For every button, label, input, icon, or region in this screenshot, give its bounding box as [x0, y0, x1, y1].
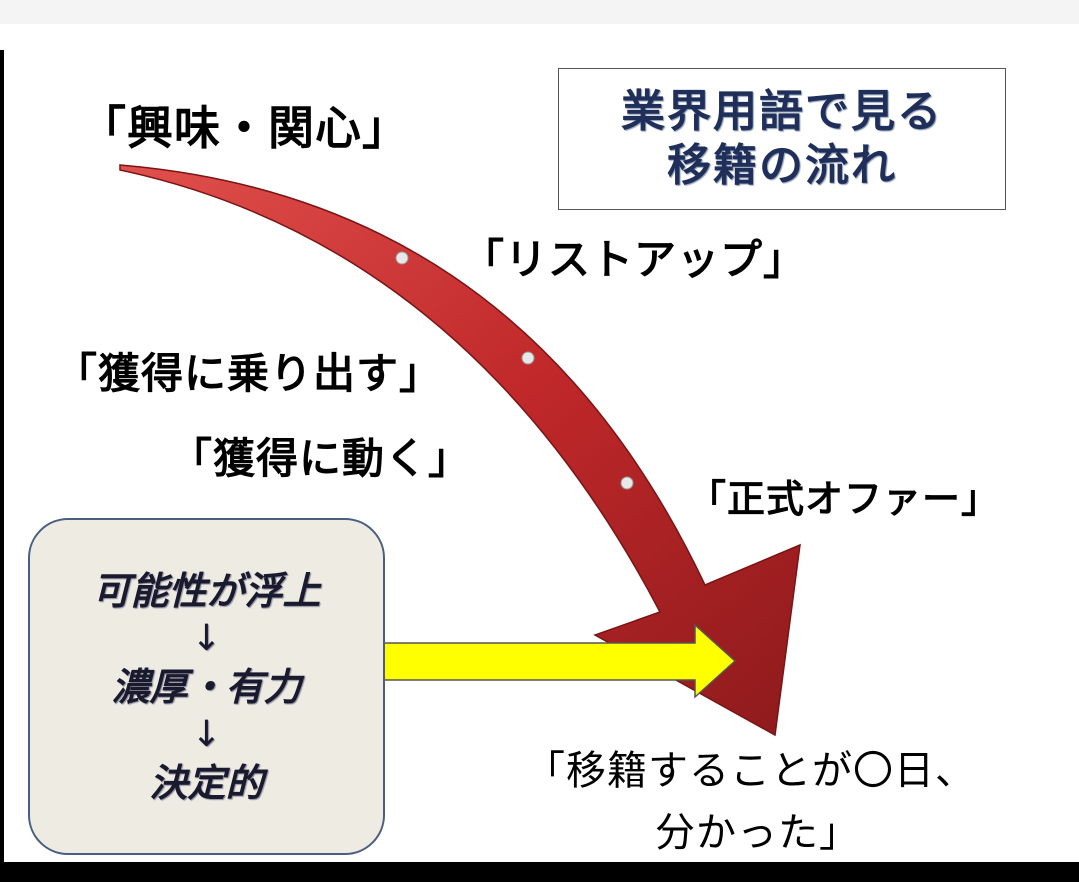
stage-decisive: 決定的 — [149, 760, 264, 805]
flow-dot — [521, 351, 535, 365]
title-line-2: 移籍の流れ — [667, 140, 897, 191]
top-bar — [0, 0, 1079, 24]
down-arrow-icon: ↓ — [191, 617, 222, 659]
yellow-pointer-arrow — [361, 623, 737, 699]
stage-box: 可能性が浮上 ↓ 濃厚・有力 ↓ 決定的 — [28, 518, 385, 855]
title-line-1: 業界用語で見る — [621, 86, 943, 137]
label-start-acquiring: 「獲得に乗り出す」 — [55, 349, 443, 398]
stage-likely: 濃厚・有力 — [111, 664, 302, 709]
label-interest: 「興味・関心」 — [80, 101, 409, 155]
flow-dot — [620, 476, 634, 490]
left-border — [0, 50, 4, 882]
bottom-bar — [0, 862, 1079, 882]
label-list-up: 「リストアップ」 — [462, 235, 807, 284]
label-move-to-acquire: 「獲得に動く」 — [170, 434, 472, 483]
curved-flow-arrow — [119, 164, 801, 737]
title-box: 業界用語で見る 移籍の流れ — [558, 68, 1006, 210]
flow-dot — [395, 251, 409, 265]
stage-possible: 可能性が浮上 — [92, 568, 321, 613]
down-arrow-icon: ↓ — [191, 713, 222, 755]
label-transfer-line-2: 分かった」 — [655, 810, 860, 856]
label-formal-offer: 「正式オファー」 — [688, 477, 1001, 521]
label-transfer-line-1: 「移籍することが〇日、 — [525, 748, 976, 794]
